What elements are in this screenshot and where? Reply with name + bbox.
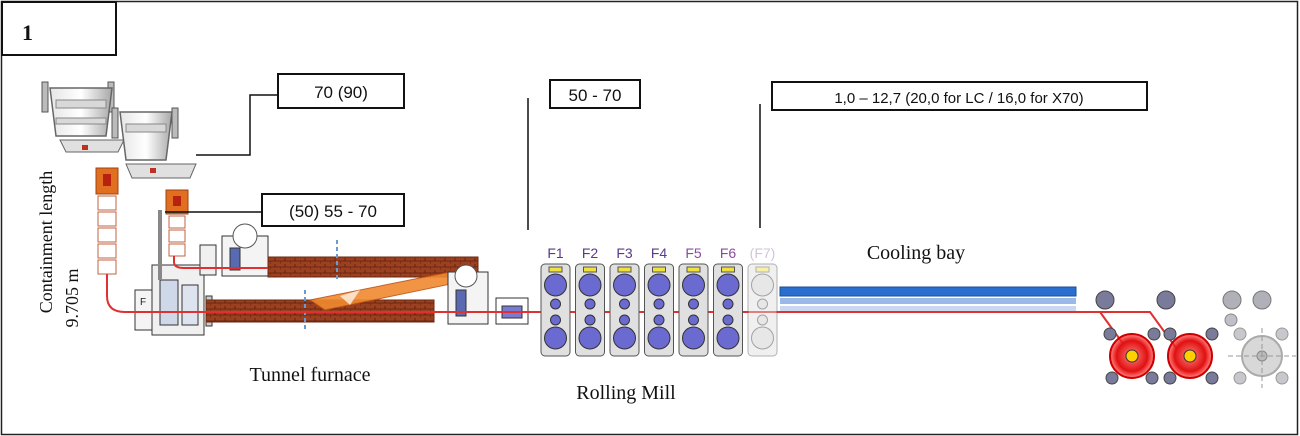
mill-stand-label: F2 <box>582 245 599 261</box>
mill-stand: F5 <box>678 245 709 357</box>
mill-roll <box>751 326 774 350</box>
mill-stand-hydraulic <box>652 266 666 273</box>
mill-roll <box>544 326 567 350</box>
mill-roll <box>716 273 740 297</box>
callout-text: 50 - 70 <box>569 86 622 105</box>
mill-roll <box>550 314 561 326</box>
rolling-mill-stands: F1 F2 F3 F4 F5 F6 (F7) <box>540 245 778 357</box>
mill-stand: F6 <box>713 245 743 357</box>
caster-strand-left <box>95 167 119 275</box>
mill-roll <box>682 326 705 350</box>
down-coilers <box>1095 290 1296 388</box>
containment-length-value: 9.705 m <box>62 268 82 327</box>
callout-ladle-thickness: 70 (90) <box>196 73 405 156</box>
mill-stand: (F7) <box>747 245 778 357</box>
mill-stand-hydraulic <box>583 266 597 273</box>
mill-stand: F4 <box>644 245 674 357</box>
transfer-car-upper <box>221 223 269 277</box>
mill-roll <box>550 298 561 310</box>
mill-roll <box>653 298 665 310</box>
callout-furnace-thickness: (50) 55 - 70 <box>165 193 405 227</box>
mill-roll <box>647 326 671 350</box>
svg-text:F: F <box>140 297 146 308</box>
ladle-right <box>111 107 197 179</box>
mill-roll <box>757 298 768 310</box>
mill-stand-hydraulic <box>617 266 632 273</box>
mill-stand-hydraulic <box>548 266 563 273</box>
ladle-left <box>41 81 125 153</box>
caster-strand-right <box>165 189 189 257</box>
mill-roll <box>619 298 630 310</box>
mill-stand-label: (F7) <box>750 245 776 261</box>
callout-final-thickness: 1,0 – 12,7 (20,0 for LC / 16,0 for X70) <box>759 81 1148 228</box>
mill-stand: F3 <box>609 245 640 357</box>
mill-roll <box>584 298 596 310</box>
mill-roll <box>578 326 602 350</box>
mill-stand-hydraulic <box>755 266 770 273</box>
mill-stand: F1 <box>540 245 571 357</box>
mill-roll <box>613 273 636 297</box>
mill-roll <box>613 326 636 350</box>
mill-stand-label: F4 <box>651 245 668 261</box>
mill-roll <box>647 273 671 297</box>
mill-stand-housing <box>747 263 778 357</box>
mill-roll <box>722 314 734 326</box>
tunnel-furnace-label: Tunnel furnace <box>250 364 371 386</box>
mill-roll <box>722 298 734 310</box>
mill-roll <box>544 273 567 297</box>
mill-roll <box>682 273 705 297</box>
mill-stand-hydraulic <box>686 266 701 273</box>
mill-stand-label: F3 <box>616 245 633 261</box>
mill-stand: F2 <box>575 245 605 357</box>
callout-text: 70 (90) <box>314 83 368 102</box>
mill-stand-hydraulic <box>721 266 735 273</box>
callout-text: 1,0 – 12,7 (20,0 for LC / 16,0 for X70) <box>834 90 1083 107</box>
caster-machine: F <box>134 210 217 336</box>
mill-stand-label: F1 <box>547 245 564 261</box>
callout-mill-entry: 50 - 70 <box>527 79 641 230</box>
mill-roll <box>688 314 699 326</box>
cooling-bay-label: Cooling bay <box>867 242 965 264</box>
mill-roll <box>751 273 774 297</box>
panel-label: 1 <box>22 20 33 45</box>
mill-roll <box>584 314 596 326</box>
callout-text: (50) 55 - 70 <box>289 202 377 221</box>
cooling-bay-table <box>779 286 1077 311</box>
mill-roll <box>688 298 699 310</box>
rolling-mill-label: Rolling Mill <box>576 382 676 404</box>
mill-roll <box>716 326 740 350</box>
mill-stand-label: F6 <box>720 245 737 261</box>
panel-label-box: 1 <box>1 1 117 56</box>
mill-roll <box>653 314 665 326</box>
mill-roll <box>578 273 602 297</box>
containment-length-label: Containment length <box>36 171 56 313</box>
mill-roll <box>757 314 768 326</box>
mill-roll <box>619 314 630 326</box>
mill-stand-label: F5 <box>685 245 702 261</box>
